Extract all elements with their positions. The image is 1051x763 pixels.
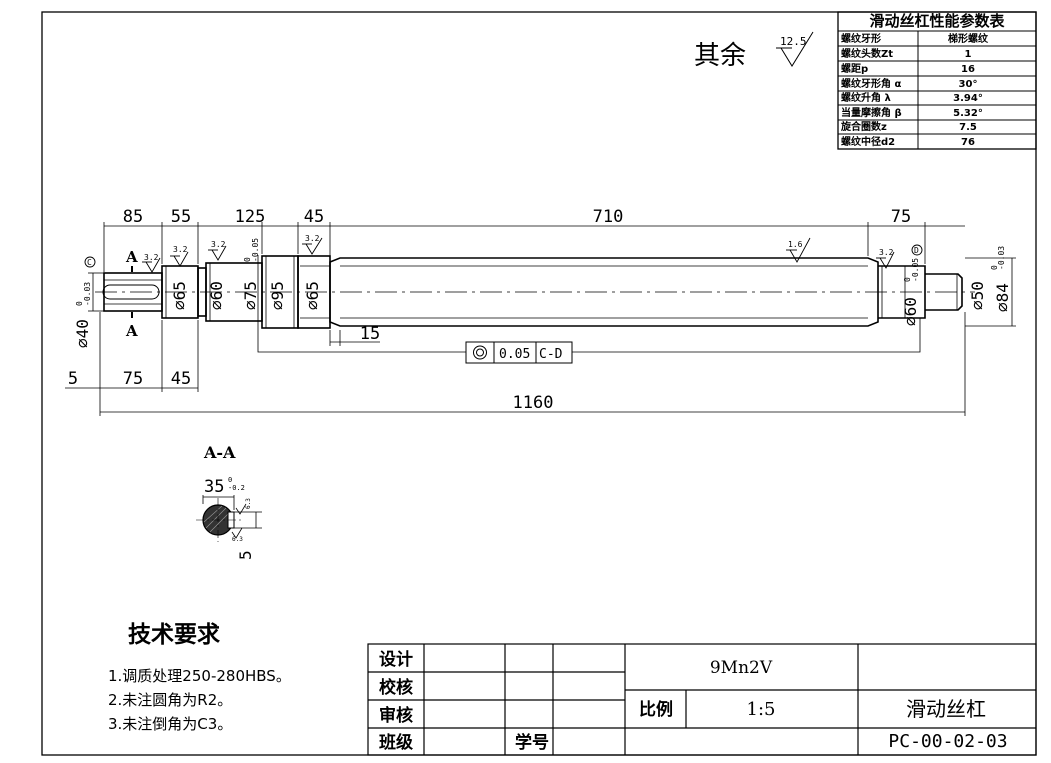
dim-overall: 1160: [513, 393, 554, 413]
datum-c-label: C: [87, 258, 92, 267]
section-view-label: A-A: [203, 443, 236, 462]
param-value: 76: [961, 137, 975, 148]
tech-requirement-item: 2.未注圆角为R2。: [108, 691, 232, 709]
roughness-value: 1.6: [788, 240, 803, 249]
params-table: [837, 11, 1037, 150]
tolerance-frame: [465, 341, 573, 364]
title-block-drawing-no: PC-00-02-03: [888, 731, 1007, 752]
param-name: 当量摩擦角 β: [841, 106, 902, 119]
tech-requirement-item: 1.调质处理250-280HBS。: [108, 667, 291, 685]
title-block-class-label: 班级: [379, 732, 413, 753]
tolerance-datums: C-D: [539, 347, 563, 362]
dim-bottom: 5: [68, 369, 78, 389]
dim-step: 15: [360, 324, 380, 344]
title-block: [367, 643, 1037, 756]
title-block-scale-label: 比例: [639, 699, 673, 720]
dim-diameter: ⌀60: [207, 281, 226, 310]
roughness-value: 3.2: [173, 245, 188, 254]
dim-diameter: ⌀60: [901, 297, 920, 326]
param-value: 1: [965, 49, 972, 60]
tol-upper: 0: [903, 277, 912, 282]
section-cut-label-top: A: [125, 248, 138, 266]
param-name: 螺纹牙形角 α: [841, 77, 901, 90]
params-table-title: 滑动丝杠性能参数表: [869, 12, 1005, 30]
dim-top: 710: [593, 207, 624, 227]
param-value: 16: [961, 64, 975, 75]
tolerance-value: 0.05: [499, 347, 530, 362]
tol-lower: -0.05: [911, 258, 920, 282]
param-value: 3.94°: [953, 93, 983, 104]
param-name: 旋合圈数z: [840, 120, 887, 133]
title-block-material: 9Mn2V: [710, 658, 773, 678]
param-name: 螺距p: [841, 62, 868, 75]
param-value: 7.5: [959, 122, 977, 133]
dim-diameter-84: ⌀84: [993, 283, 1012, 312]
dim-bottom: 45: [171, 369, 191, 389]
datum-d-label: D: [914, 246, 919, 255]
general-finish-label: 其余: [694, 41, 746, 71]
tol-lower: -0.2: [228, 484, 245, 492]
datum-c-marker: [84, 256, 96, 268]
tol-upper: 0: [75, 301, 84, 306]
roughness-symbols: [142, 237, 895, 273]
general-roughness-value: 12.5: [780, 35, 807, 48]
tech-requirements-title: 技术要求: [128, 622, 220, 648]
tol-upper: 0: [990, 265, 999, 270]
tol-lower: -0.03: [83, 282, 92, 306]
datum-d-marker: [911, 244, 923, 256]
roughness-value: 3.2: [305, 234, 320, 243]
dim-diameter-40: ⌀40: [73, 319, 92, 348]
title-block-checker-label: 校核: [379, 677, 413, 698]
title-block-reviewer-label: 审核: [379, 705, 413, 726]
title-block-scale-value: 1:5: [747, 699, 776, 720]
dimension-lines: [65, 222, 1016, 416]
roughness-value: 3.2: [879, 248, 894, 257]
title-block-designer-label: 设计: [379, 649, 413, 670]
dim-top: 75: [891, 207, 911, 227]
param-value: 5.32°: [953, 108, 983, 119]
section-roughness: 6.3: [245, 498, 252, 509]
tol-lower: -0.03: [997, 246, 1006, 270]
param-name: 螺纹头数Zt: [841, 47, 893, 60]
roughness-value: 3.2: [211, 240, 226, 249]
param-name: 螺纹牙形: [841, 32, 881, 45]
param-value: 梯形螺纹: [948, 32, 989, 45]
dim-diameter: ⌀65: [170, 281, 189, 310]
tol-lower: -0.05: [251, 238, 260, 262]
dim-top: 55: [171, 207, 191, 227]
tol-upper: 0: [243, 257, 252, 262]
dim-bottom: 75: [123, 369, 143, 389]
section-roughness: 6.3: [232, 536, 243, 543]
general-roughness-symbol: [776, 31, 814, 67]
param-name: 螺纹中径d2: [841, 135, 895, 148]
section-view: [196, 495, 262, 542]
tol-upper: 0: [228, 476, 232, 484]
section-cut-label-bottom: A: [125, 322, 138, 340]
section-key-width: 35: [204, 477, 224, 497]
dim-diameter: ⌀50: [968, 281, 987, 310]
dim-diameter: ⌀75: [241, 281, 260, 310]
param-value: 30°: [959, 79, 978, 90]
dim-diameter: ⌀65: [303, 281, 322, 310]
section-key-depth: 5: [236, 550, 255, 560]
param-name: 螺纹升角 λ: [841, 91, 891, 104]
dim-diameter: ⌀95: [268, 281, 287, 310]
dim-top: 125: [235, 207, 266, 227]
dim-top: 45: [304, 207, 324, 227]
dim-top: 85: [123, 207, 143, 227]
tech-requirement-item: 3.未注倒角为C3。: [108, 715, 232, 733]
title-block-student-no-label: 学号: [515, 732, 549, 753]
roughness-value: 3.2: [144, 253, 159, 262]
title-block-part-name: 滑动丝杠: [906, 697, 986, 721]
